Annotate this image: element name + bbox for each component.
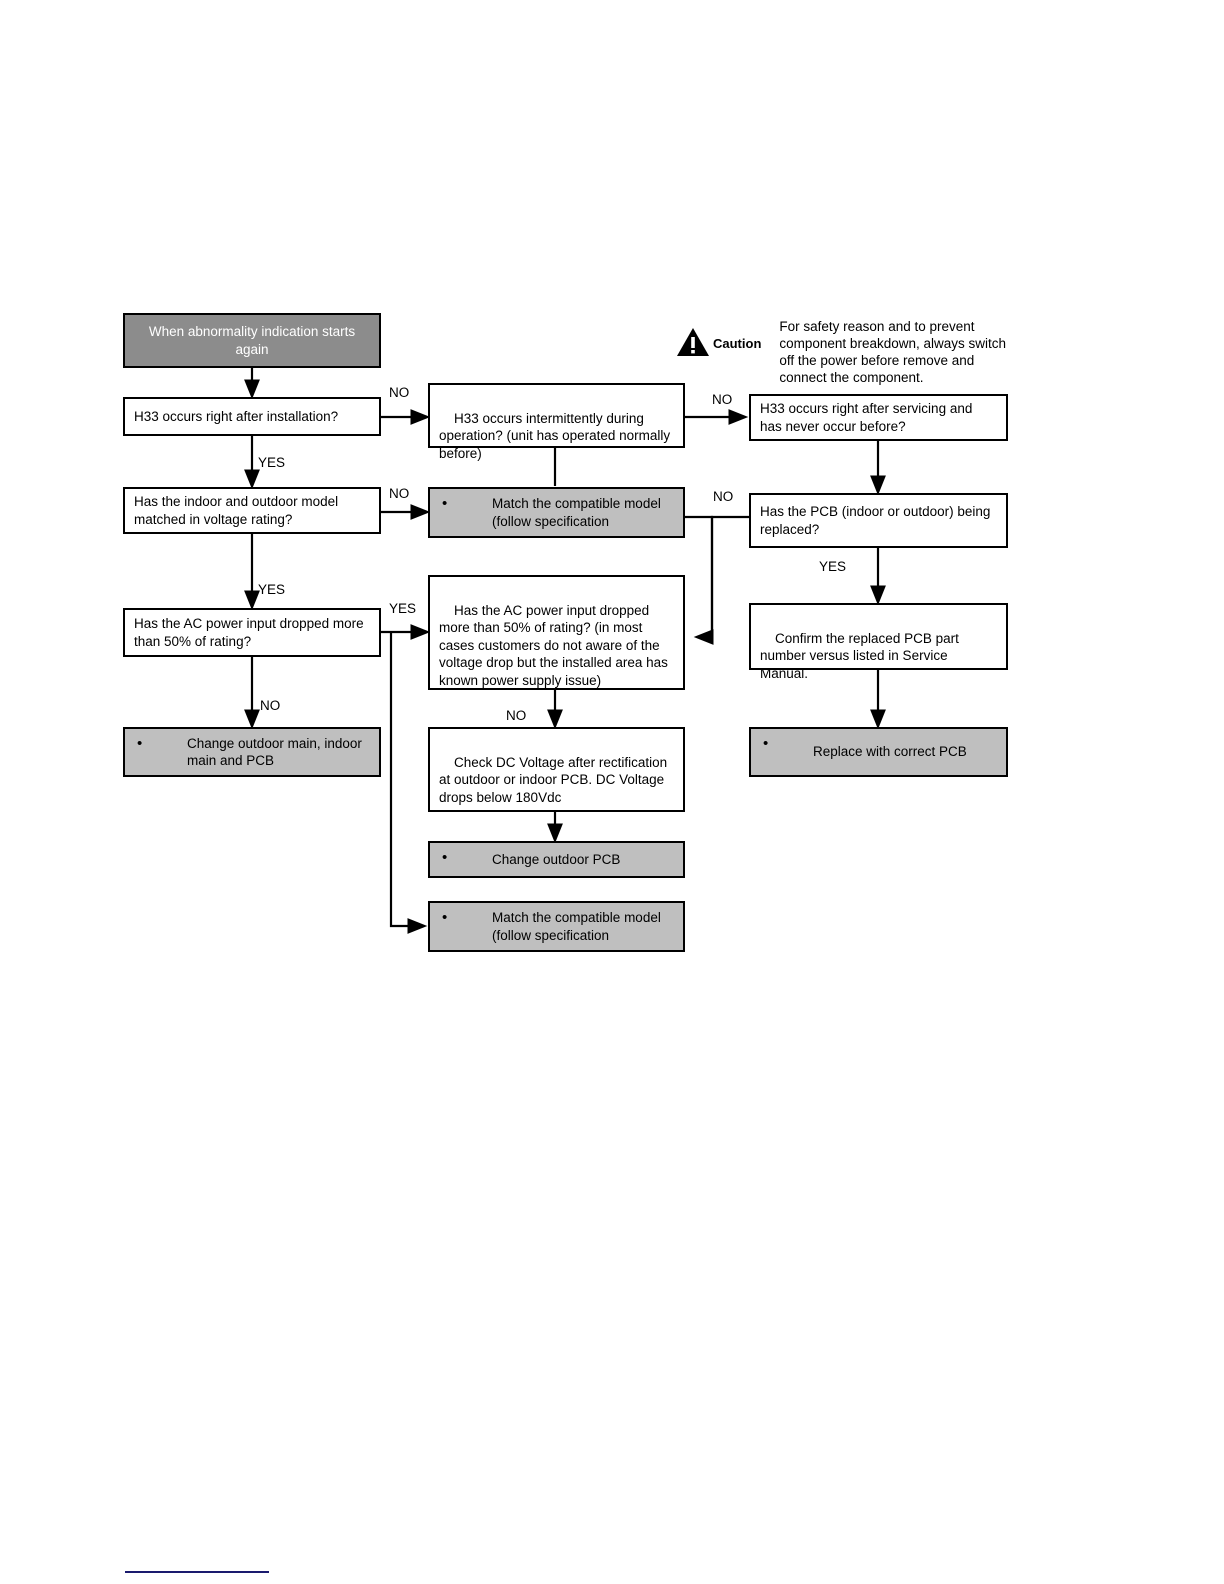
node-replace-correct-pcb-label: Replace with correct PCB bbox=[813, 744, 967, 760]
node-check-dc-voltage[interactable]: Check DC Voltage after rectification at … bbox=[428, 727, 685, 812]
edge-label-no-intermittent: NO bbox=[712, 392, 733, 407]
edge-label-no-ac-drop-mid: NO bbox=[506, 708, 527, 723]
node-confirm-pcb-part[interactable]: Confirm the replaced PCB part number ver… bbox=[749, 603, 1008, 681]
node-match-model-bottom[interactable]: Match the compatible model (follow speci… bbox=[428, 901, 685, 952]
edge-label-yes-voltage-match: YES bbox=[258, 582, 286, 597]
caution-label: Caution bbox=[713, 336, 762, 351]
node-q-ac-drop-mid-label: Has the AC power input dropped more than… bbox=[439, 602, 672, 688]
node-q-voltage-match-label: Has the indoor and outdoor model matched… bbox=[134, 494, 342, 527]
node-check-dc-voltage-label: Check DC Voltage after rectification at … bbox=[439, 754, 671, 805]
node-q-voltage-match[interactable]: Has the indoor and outdoor model matched… bbox=[123, 487, 381, 534]
node-q-ac-drop-left[interactable]: Has the AC power input dropped more than… bbox=[123, 608, 381, 657]
edge-label-no-ac-drop-left: NO bbox=[260, 698, 281, 713]
node-q-intermittent-label: H33 occurs intermittently during operati… bbox=[439, 410, 674, 461]
caution-text: For safety reason and to prevent compone… bbox=[779, 319, 1007, 385]
node-change-outdoor-main[interactable]: Change outdoor main, indoor main and PCB bbox=[123, 727, 381, 777]
edge-label-no-install: NO bbox=[389, 385, 410, 400]
node-change-outdoor-pcb[interactable]: Change outdoor PCB bbox=[428, 841, 685, 878]
node-q-servicing-label: H33 occurs right after servicing and has… bbox=[760, 401, 977, 434]
edge-label-yes-ac-drop-left: YES bbox=[389, 601, 417, 616]
node-q-pcb-replaced-label: Has the PCB (indoor or outdoor) being re… bbox=[760, 504, 995, 537]
node-match-model-mid[interactable]: Match the compatible model (follow speci… bbox=[428, 487, 685, 538]
node-q-pcb-replaced[interactable]: Has the PCB (indoor or outdoor) being re… bbox=[749, 493, 1008, 548]
footer-rule bbox=[125, 1571, 269, 1573]
node-replace-correct-pcb[interactable]: Replace with correct PCB bbox=[749, 727, 1008, 777]
node-start-label: When abnormality indication starts again bbox=[148, 324, 359, 357]
caution-notice: Caution For safety reason and to prevent… bbox=[676, 318, 1046, 386]
node-q-install-label: H33 occurs right after installation? bbox=[134, 408, 339, 424]
node-q-ac-drop-mid[interactable]: Has the AC power input dropped more than… bbox=[428, 575, 685, 690]
node-change-outdoor-pcb-label: Change outdoor PCB bbox=[492, 851, 621, 867]
node-start[interactable]: When abnormality indication starts again bbox=[123, 313, 381, 368]
node-q-servicing[interactable]: H33 occurs right after servicing and has… bbox=[749, 394, 1008, 441]
node-q-ac-drop-left-label: Has the AC power input dropped more than… bbox=[134, 616, 368, 649]
node-q-install[interactable]: H33 occurs right after installation? bbox=[123, 397, 381, 436]
node-match-model-mid-label: Match the compatible model (follow speci… bbox=[492, 496, 665, 529]
edge-label-yes-install: YES bbox=[258, 455, 286, 470]
node-q-intermittent[interactable]: H33 occurs intermittently during operati… bbox=[428, 383, 685, 461]
edge-label-no-voltage-match: NO bbox=[389, 486, 410, 501]
node-confirm-pcb-part-label: Confirm the replaced PCB part number ver… bbox=[760, 630, 963, 681]
node-match-model-bottom-label: Match the compatible model (follow speci… bbox=[492, 910, 665, 943]
warning-triangle-icon bbox=[677, 328, 709, 356]
edge-label-no-pcb-from-match: NO bbox=[713, 489, 734, 504]
edge-label-yes-pcb-replaced: YES bbox=[819, 559, 847, 574]
node-change-outdoor-main-label: Change outdoor main, indoor main and PCB bbox=[187, 735, 366, 769]
